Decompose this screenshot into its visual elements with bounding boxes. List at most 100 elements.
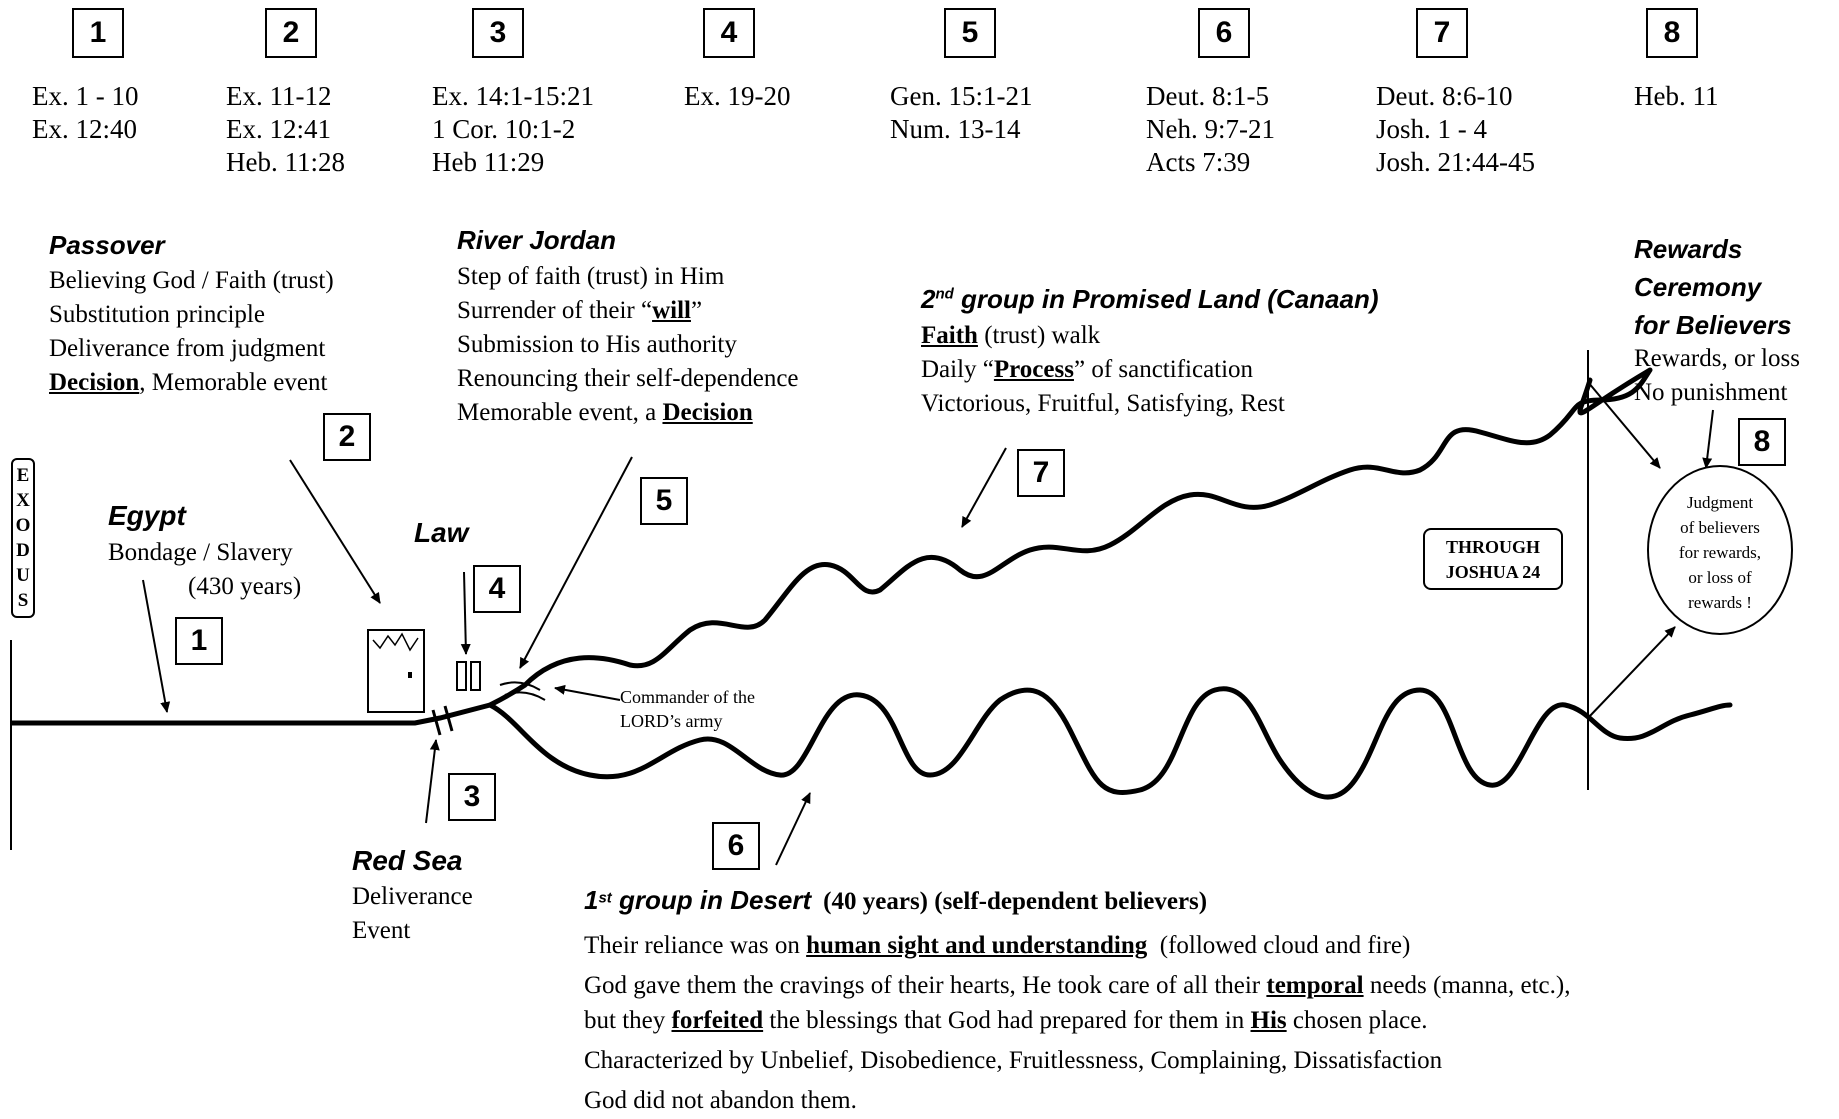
rewards-title-line: Ceremony bbox=[1634, 272, 1762, 302]
rewards-text: Rewards, or loss No punishment bbox=[1634, 342, 1800, 410]
egypt-title: Egypt bbox=[108, 500, 186, 531]
stage-number-box: 2 bbox=[265, 8, 317, 58]
red-sea-line: Event bbox=[352, 917, 411, 944]
marker-box-5: 5 bbox=[640, 477, 688, 525]
stage-references: Heb. 11 bbox=[1634, 80, 1718, 113]
jordan-mark bbox=[499, 681, 541, 691]
commander-line: LORD’s army bbox=[620, 711, 723, 731]
arrow-egypt bbox=[142, 579, 171, 713]
red-sea-mark bbox=[431, 709, 442, 736]
arrow-to-judgment bbox=[1587, 381, 1661, 469]
promised-land-text: Faith (trust) walk Daily “Process” of sa… bbox=[921, 319, 1285, 421]
stage-number-box: 1 bbox=[72, 8, 124, 58]
stage-references: Deut. 8:6-10 Josh. 1 - 4 Josh. 21:44-45 bbox=[1376, 80, 1535, 179]
egypt-path bbox=[11, 702, 491, 726]
scripture-ref: Gen. 15:1-21 bbox=[890, 81, 1033, 111]
promised-land-line: Faith (trust) walk bbox=[921, 319, 1285, 353]
passover-decision-rest: , Memorable event bbox=[139, 369, 328, 396]
river-jordan-title: River Jordan bbox=[457, 225, 616, 255]
river-jordan-line2-post: ” bbox=[690, 297, 703, 324]
judgment-line: for rewards, bbox=[1678, 543, 1762, 562]
scripture-ref: Ex. 12:40 bbox=[32, 114, 137, 144]
rewards-title-line: for Believers bbox=[1634, 310, 1792, 340]
red-sea-mark bbox=[443, 705, 454, 732]
passover-title: Passover bbox=[49, 230, 165, 260]
commander-label: Commander of the LORD’s army bbox=[620, 685, 755, 733]
arrow-rewards bbox=[1702, 409, 1714, 469]
promised-land-line2-post: ” of sanctification bbox=[1073, 356, 1254, 383]
desert-line3-post: chosen place. bbox=[1286, 1007, 1428, 1034]
promised-land-line: Daily “Process” of sanctification bbox=[921, 353, 1285, 387]
desert-line: Characterized by Unbelief, Disobedience,… bbox=[584, 1047, 1443, 1074]
judgment-circle bbox=[1647, 465, 1793, 635]
stage-number-box: 7 bbox=[1416, 8, 1468, 58]
stage-number-box: 5 bbox=[944, 8, 996, 58]
desert-line3-mid: the blessings that God had prepared for … bbox=[763, 1007, 1251, 1034]
stage-references: Ex. 14:1-15:21 1 Cor. 10:1-2 Heb 11:29 bbox=[432, 80, 594, 179]
river-jordan-line: Memorable event, a Decision bbox=[457, 396, 799, 430]
scripture-ref: Deut. 8:6-10 bbox=[1376, 81, 1513, 111]
desert-line: God did not abandon them. bbox=[584, 1087, 857, 1114]
branch-path bbox=[488, 682, 527, 708]
passover-blood-drop bbox=[408, 672, 412, 678]
judgment-line: or loss of bbox=[1688, 568, 1752, 587]
forfeited-emphasis: forfeited bbox=[671, 1007, 764, 1034]
scripture-ref: Acts 7:39 bbox=[1146, 147, 1251, 177]
scripture-ref: Heb. 11 bbox=[1634, 81, 1719, 111]
decision-emphasis: Decision bbox=[49, 369, 140, 396]
arrow-red-sea bbox=[425, 739, 440, 824]
river-jordan-line: Surrender of their “will” bbox=[457, 294, 799, 328]
river-jordan-line: Step of faith (trust) in Him bbox=[457, 263, 725, 290]
stage-references: Deut. 8:1-5 Neh. 9:7-21 Acts 7:39 bbox=[1146, 80, 1275, 179]
desert-line2-pre: God gave them the cravings of their hear… bbox=[584, 972, 1267, 999]
rewards-line: Rewards, or loss bbox=[1634, 345, 1800, 372]
through-line: THROUGH bbox=[1445, 537, 1540, 557]
stage-references: Gen. 15:1-21 Num. 13-14 bbox=[890, 80, 1032, 146]
exodus-letter: S bbox=[17, 590, 29, 611]
marker-box-1: 1 bbox=[175, 617, 223, 665]
stage-number-box: 8 bbox=[1646, 8, 1698, 58]
desert-line2-post: needs (manna, etc.), bbox=[1363, 972, 1571, 999]
arrow-passover bbox=[289, 459, 381, 604]
through-line: JOSHUA 24 bbox=[1445, 562, 1541, 582]
desert-title-sup: st bbox=[598, 889, 612, 907]
scripture-ref: Ex. 1 - 10 bbox=[32, 81, 139, 111]
exodus-letter: E bbox=[16, 465, 30, 486]
scripture-ref: Heb. 11:28 bbox=[226, 147, 345, 177]
human-sight-emphasis: human sight and understanding bbox=[806, 932, 1148, 959]
red-sea-title: Red Sea bbox=[352, 845, 463, 876]
rewards-title-line: Rewards bbox=[1634, 234, 1743, 264]
arrow-promised-land bbox=[961, 447, 1007, 528]
law-tablet-icon bbox=[470, 661, 481, 691]
desert-line: Their reliance was on human sight and un… bbox=[584, 928, 1570, 963]
judgment-line: rewards ! bbox=[1688, 593, 1752, 612]
scripture-ref: Ex. 14:1-15:21 bbox=[432, 81, 594, 111]
desert-line1-post: (followed cloud and fire) bbox=[1147, 932, 1411, 959]
desert-path bbox=[487, 686, 1733, 800]
desert-line: but they forfeited the blessings that Go… bbox=[584, 1003, 1570, 1038]
scripture-ref: Heb 11:29 bbox=[432, 147, 545, 177]
commander-line: Commander of the bbox=[620, 687, 755, 707]
will-emphasis: will bbox=[652, 297, 691, 324]
marker-box-7: 7 bbox=[1017, 449, 1065, 497]
river-jordan-line: Submission to His authority bbox=[457, 331, 737, 358]
scripture-ref: Ex. 19-20 bbox=[684, 81, 791, 111]
desert-line1-pre: Their reliance was on bbox=[584, 932, 807, 959]
exodus-letter: X bbox=[16, 490, 30, 511]
scripture-ref: Josh. 21:44-45 bbox=[1376, 147, 1536, 177]
river-jordan-text: Step of faith (trust) in Him Surrender o… bbox=[457, 260, 799, 430]
promised-land-line2-pre: Daily “ bbox=[921, 356, 994, 383]
passover-line: Decision, Memorable event bbox=[49, 366, 334, 400]
his-emphasis: His bbox=[1250, 1007, 1287, 1034]
red-sea-line: Deliverance bbox=[352, 883, 473, 910]
scripture-ref: 1 Cor. 10:1-2 bbox=[432, 114, 576, 144]
arrow-law bbox=[460, 571, 471, 655]
arrow-commander bbox=[554, 684, 621, 701]
judgment-line: of believers bbox=[1680, 518, 1760, 537]
marker-box-3: 3 bbox=[448, 773, 496, 821]
faith-emphasis: Faith bbox=[921, 322, 978, 349]
stage-references: Ex. 19-20 bbox=[684, 80, 790, 113]
marker-box-6: 6 bbox=[712, 822, 760, 870]
stage-number-box: 6 bbox=[1198, 8, 1250, 58]
